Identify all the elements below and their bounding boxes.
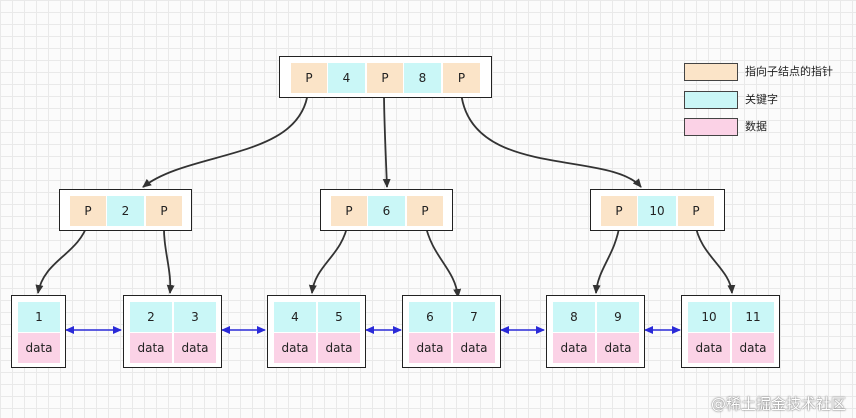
internal-node-1: P 2 P — [59, 189, 192, 231]
leaf-2-data-1: data — [130, 333, 172, 363]
leaf-2-data-2: data — [174, 333, 216, 363]
legend-data-swatch — [684, 118, 738, 136]
root-key-1: 4 — [328, 63, 365, 93]
leaf-4-key-2: 7 — [453, 302, 495, 332]
legend-pointer-label: 指向子结点的指针 — [745, 65, 833, 78]
root-node: P 4 P 8 P — [279, 56, 492, 98]
edge-int1-right — [163, 222, 175, 294]
edge-int2-left — [308, 222, 349, 294]
leaf-5-data-1: data — [553, 333, 595, 363]
leaf-node-6: 10 11 data data — [681, 295, 780, 368]
leaf-6-data-2: data — [732, 333, 774, 363]
internal-1-pointer-1: P — [70, 196, 106, 226]
leaf-6-key-2: 11 — [732, 302, 774, 332]
leaf-2-key-2: 3 — [174, 302, 216, 332]
edge-root-p2 — [382, 91, 391, 188]
internal-1-key: 2 — [107, 196, 144, 226]
leaf-node-5: 8 9 data data — [546, 295, 645, 368]
leaf-node-1: 1 data — [11, 295, 66, 368]
leaf-4-data-1: data — [409, 333, 451, 363]
legend-data-label: 数据 — [745, 120, 767, 133]
leaf-5-key-2: 9 — [597, 302, 639, 332]
internal-node-2: P 6 P — [320, 189, 453, 231]
leaf-2-key-1: 2 — [130, 302, 172, 332]
edge-int3-right — [694, 222, 736, 294]
legend-key-label: 关键字 — [745, 93, 778, 106]
leaf-node-4: 6 7 data data — [402, 295, 501, 368]
internal-2-pointer-1: P — [331, 196, 367, 226]
edge-int2-right — [424, 222, 462, 298]
leaf-6-data-1: data — [688, 333, 730, 363]
leaf-3-key-2: 5 — [318, 302, 360, 332]
internal-2-key: 6 — [368, 196, 405, 226]
root-key-2: 8 — [404, 63, 441, 93]
leaf-5-data-2: data — [597, 333, 639, 363]
root-pointer-3: P — [443, 63, 480, 93]
leaf-4-data-2: data — [453, 333, 495, 363]
leaf-6-key-1: 10 — [688, 302, 730, 332]
internal-2-pointer-2: P — [407, 196, 443, 226]
leaf-node-3: 4 5 data data — [267, 295, 366, 368]
leaf-5-key-1: 8 — [553, 302, 595, 332]
root-pointer-2: P — [367, 63, 403, 93]
edge-root-p3 — [460, 91, 642, 188]
edge-root-p1 — [142, 91, 309, 188]
leaf-3-data-2: data — [318, 333, 360, 363]
watermark-text: @稀土掘金技术社区 — [710, 395, 846, 413]
edge-int3-left — [592, 222, 621, 294]
internal-3-pointer-2: P — [678, 196, 714, 226]
leaf-3-key-1: 4 — [274, 302, 316, 332]
internal-3-pointer-1: P — [601, 196, 637, 226]
leaf-node-2: 2 3 data data — [123, 295, 222, 368]
leaf-1-key-1: 1 — [18, 302, 60, 332]
leaf-3-data-1: data — [274, 333, 316, 363]
internal-3-key: 10 — [638, 196, 676, 226]
legend-key-swatch — [684, 91, 738, 109]
internal-node-3: P 10 P — [590, 189, 725, 231]
leaf-1-data-1: data — [18, 333, 60, 363]
legend-pointer-swatch — [684, 63, 738, 81]
leaf-4-key-1: 6 — [409, 302, 451, 332]
edge-int1-left — [35, 222, 89, 294]
internal-1-pointer-2: P — [146, 196, 182, 226]
root-pointer-1: P — [291, 63, 327, 93]
